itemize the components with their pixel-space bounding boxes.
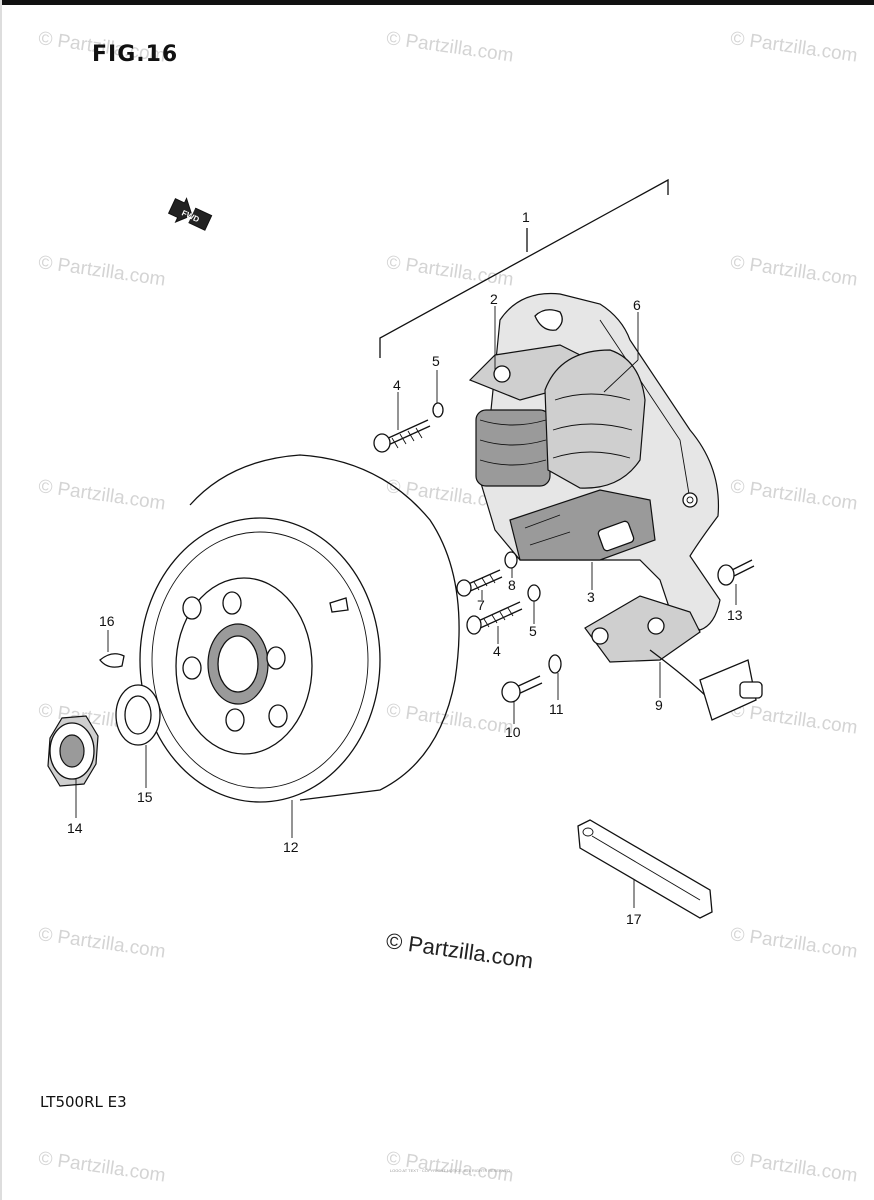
woodruff-key xyxy=(99,653,125,668)
callout-12: 12 xyxy=(283,839,299,855)
pickup-coil xyxy=(509,489,656,561)
top-border-rule xyxy=(0,0,874,5)
screw-13 xyxy=(717,559,755,586)
rotor-nut xyxy=(47,715,99,787)
washer-8 xyxy=(504,551,518,569)
callout-1: 1 xyxy=(522,209,530,225)
left-border-rule xyxy=(0,0,2,1200)
pulser-coil xyxy=(584,595,763,721)
lead-wire-clamp xyxy=(577,819,713,919)
screw-7 xyxy=(456,569,503,597)
callout-14: 14 xyxy=(67,820,83,836)
callout-15: 15 xyxy=(137,789,153,805)
callout-4-upper: 4 xyxy=(393,377,401,393)
callout-8: 8 xyxy=(508,577,516,593)
callout-6: 6 xyxy=(633,297,641,313)
callout-7: 7 xyxy=(477,597,485,613)
fwd-arrow-icon: FWD xyxy=(167,197,213,231)
callout-2: 2 xyxy=(490,291,498,307)
callout-16: 16 xyxy=(99,613,115,629)
callout-3: 3 xyxy=(587,589,595,605)
screw-4-lower xyxy=(466,601,523,635)
washer-5-lower xyxy=(527,584,541,602)
callout-13: 13 xyxy=(727,607,743,623)
callout-11: 11 xyxy=(549,701,564,717)
callout-5-upper: 5 xyxy=(432,353,440,369)
callout-10: 10 xyxy=(505,724,521,740)
callout-9: 9 xyxy=(655,697,663,713)
flywheel-rotor xyxy=(139,454,460,803)
leader-lines xyxy=(75,306,737,908)
washer-11 xyxy=(548,654,562,674)
callout-5-lower: 5 xyxy=(529,623,537,639)
screw-10 xyxy=(501,675,543,703)
fine-print: LOGO AT TEXT · COPYRIGHT NOTICE, ALL RIG… xyxy=(389,1168,511,1173)
washer-15 xyxy=(115,684,161,746)
callout-17: 17 xyxy=(626,911,642,927)
callout-4-lower: 4 xyxy=(493,643,501,659)
charging-coil xyxy=(544,349,646,489)
washer-5-upper xyxy=(432,402,444,418)
screw-4-upper xyxy=(373,419,431,453)
model-code: LT500RL E3 xyxy=(40,1093,127,1111)
assembly-bracket xyxy=(379,178,669,358)
figure-title: FIG.16 xyxy=(92,42,179,67)
part-callouts: 1 2 3 4 4 5 5 6 7 8 9 10 11 12 13 14 15 … xyxy=(67,209,743,927)
